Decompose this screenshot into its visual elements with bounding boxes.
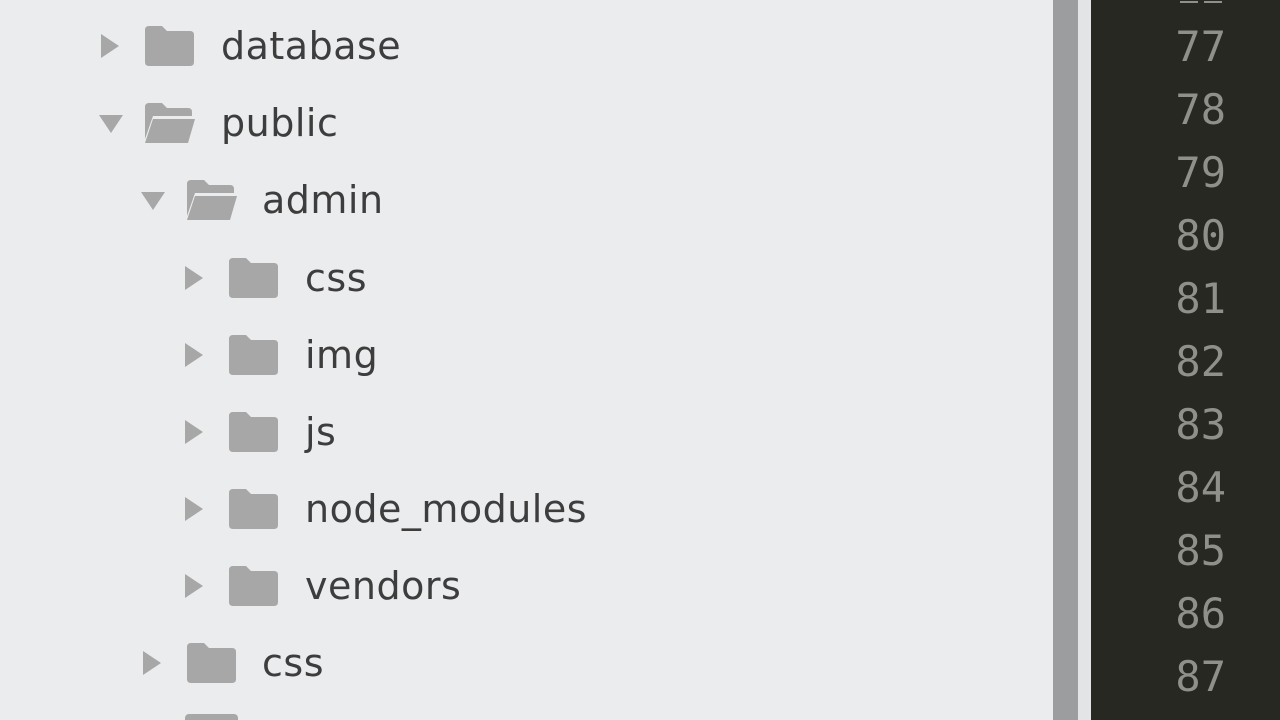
- chevron-down-icon[interactable]: [141, 192, 165, 210]
- chevron-right-icon[interactable]: [185, 420, 203, 444]
- tree-item-label: database: [221, 24, 402, 68]
- line-number: 81: [1175, 274, 1226, 323]
- folder-icon: [229, 335, 278, 375]
- line-number: 78: [1175, 85, 1226, 134]
- tree-item-label: js: [305, 410, 337, 454]
- editor-line-number-gutter: 77 78 79 80 81 82 83 84 85 86 87: [1091, 0, 1280, 720]
- line-number-partial: [1180, 0, 1226, 3]
- chevron-right-icon[interactable]: [185, 497, 203, 521]
- folder-icon: [229, 258, 278, 298]
- folder-icon: [187, 643, 236, 683]
- line-number: 84: [1175, 463, 1226, 512]
- folder-icon: [229, 566, 278, 606]
- line-number: 79: [1175, 148, 1226, 197]
- chevron-right-icon[interactable]: [143, 651, 161, 675]
- tree-item-label: vendors: [305, 564, 462, 608]
- folder-icon: [229, 412, 278, 452]
- folder-icon: [145, 26, 194, 66]
- divider: [1078, 0, 1091, 720]
- line-number: 83: [1175, 400, 1226, 449]
- tree-item-label: css: [305, 256, 367, 300]
- line-number: 86: [1175, 589, 1226, 638]
- chevron-right-icon[interactable]: [185, 574, 203, 598]
- tree-item-label: admin: [262, 178, 384, 222]
- chevron-right-icon[interactable]: [185, 343, 203, 367]
- tree-item-label: public: [221, 101, 339, 145]
- chevron-down-icon[interactable]: [99, 115, 123, 133]
- line-number: 85: [1175, 526, 1226, 575]
- tree-item-label: css: [262, 641, 324, 685]
- chevron-right-icon[interactable]: [101, 34, 119, 58]
- file-tree-sidebar: database public admin css img: [99, 24, 588, 720]
- tree-item-label: img: [305, 333, 379, 377]
- folder-open-icon: [187, 180, 237, 220]
- line-number: 77: [1175, 22, 1226, 71]
- folder-open-icon: [145, 103, 195, 143]
- line-number: 80: [1175, 211, 1226, 260]
- line-number: 82: [1175, 337, 1226, 386]
- chevron-right-icon[interactable]: [185, 266, 203, 290]
- folder-icon: [185, 714, 238, 720]
- line-number: 87: [1175, 652, 1226, 701]
- tree-item-label: node_modules: [305, 487, 588, 531]
- folder-icon: [229, 489, 278, 529]
- sidebar-resize-handle[interactable]: [1053, 0, 1078, 720]
